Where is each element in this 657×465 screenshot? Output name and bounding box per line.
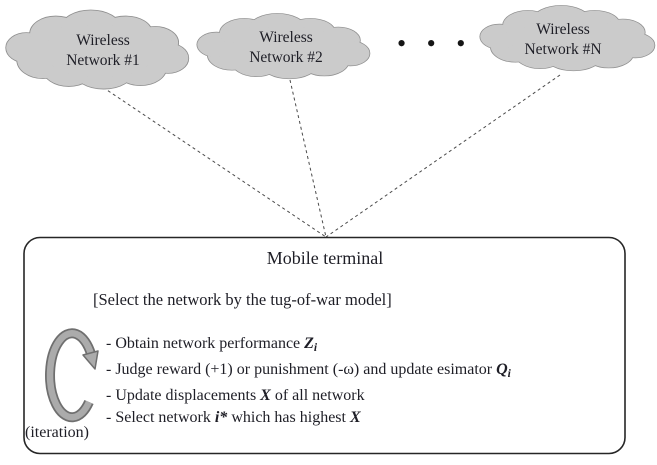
cloud-1-label-line2: Network #1 — [66, 52, 140, 69]
step-segment: which has highest — [227, 409, 350, 427]
step-segment: - Judge reward (+1) or punishment (-ω) a… — [106, 361, 497, 379]
step-segment: Z — [304, 335, 314, 352]
step-segment: of all network — [270, 387, 365, 405]
mobile-terminal-box — [23, 236, 626, 455]
step-segment: i* — [214, 409, 228, 427]
cloud-2-label: Wireless Network #2 — [206, 28, 366, 68]
cloud-n-label: Wireless Network #N — [483, 20, 643, 60]
cloud-n-label-line1: Wireless — [536, 21, 590, 38]
terminal-title: Mobile terminal — [266, 248, 384, 268]
link-cloudN-terminal — [325, 74, 561, 238]
ellipsis-dots: • • • — [397, 29, 473, 58]
step-segment: - Select network — [106, 409, 215, 427]
terminal-subtitle: [Select the network by the tug-of-war mo… — [93, 290, 392, 309]
step-segment: i — [313, 342, 318, 355]
cloud-1-label: Wireless Network #1 — [23, 31, 183, 71]
step-line: - Judge reward (+1) or punishment (-ω) a… — [106, 359, 511, 385]
step-line: - Update displacements X of all network — [106, 385, 511, 407]
step-line: - Select network i* which has highest X — [106, 407, 511, 429]
cloud-2-label-line2: Network #2 — [249, 49, 323, 66]
iteration-label: (iteration) — [25, 424, 89, 441]
step-segment: i — [507, 368, 511, 381]
step-segment: - Obtain network performance — [106, 335, 305, 352]
link-cloud2-terminal — [289, 79, 327, 238]
link-cloud1-terminal — [97, 83, 327, 238]
cycle-arrow-icon — [45, 328, 99, 423]
cloud-1-label-line1: Wireless — [76, 32, 130, 49]
terminal-steps-list: - Obtain network performance Zi - Judge r… — [106, 333, 511, 429]
step-segment: Q — [496, 361, 508, 379]
cloud-n-label-line2: Network #N — [524, 41, 602, 58]
step-segment: X — [260, 387, 271, 405]
step-line: - Obtain network performance Zi — [106, 333, 511, 359]
step-segment: X — [349, 409, 361, 427]
cloud-2-label-line1: Wireless — [259, 29, 313, 46]
step-segment: - Update displacements — [106, 387, 261, 405]
